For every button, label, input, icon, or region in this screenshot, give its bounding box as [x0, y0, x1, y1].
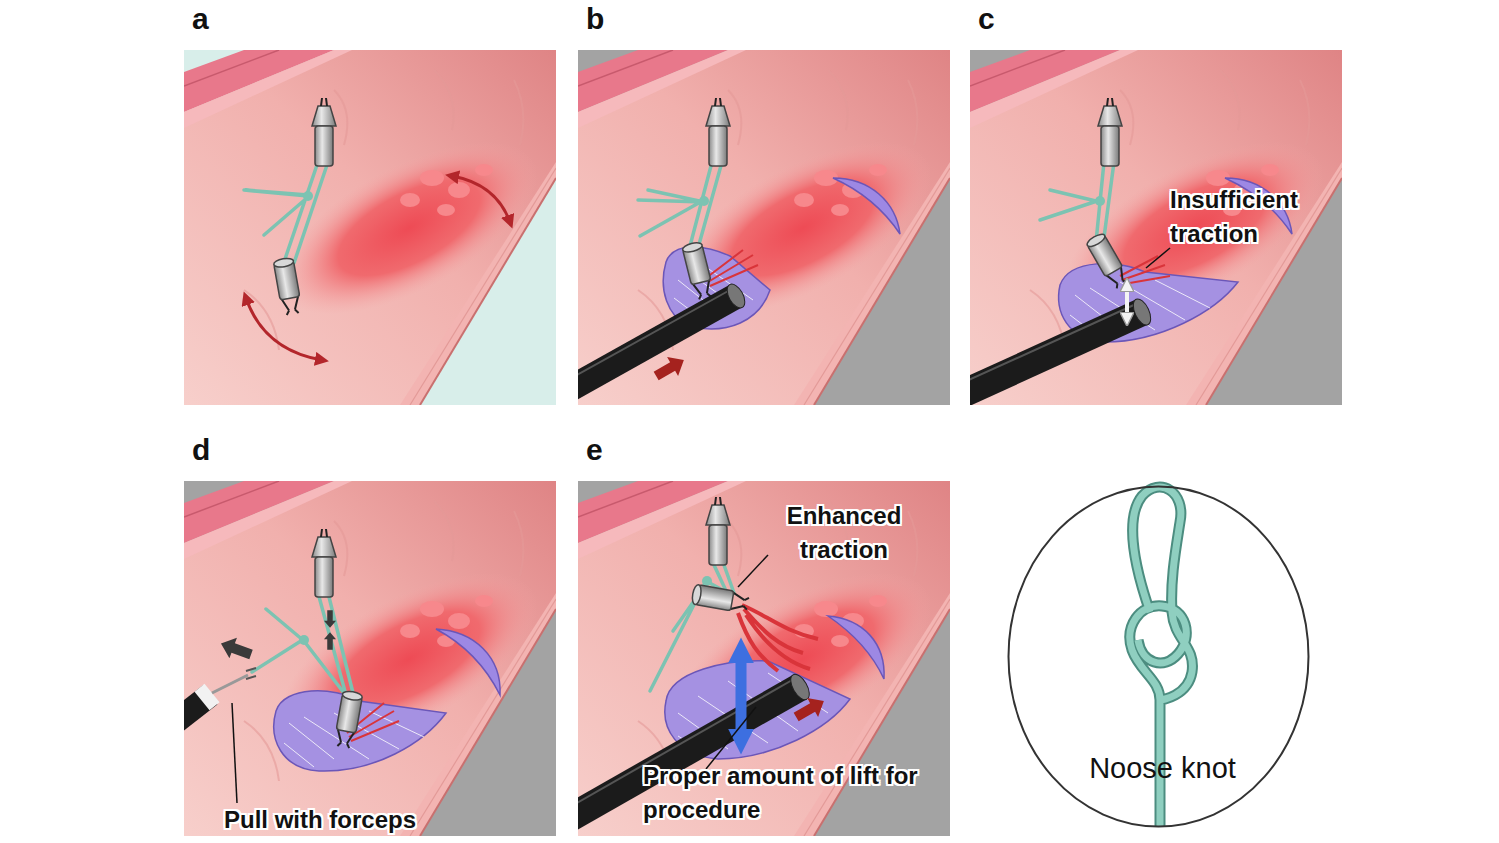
panel-illustration [568, 481, 957, 836]
leader-line [706, 707, 756, 769]
incision [833, 178, 900, 234]
callout-text: Pull with forceps [224, 803, 504, 837]
panel-letter: b [586, 4, 604, 34]
direction-arrow [791, 691, 830, 726]
illustration-panel: dPull with forceps [184, 481, 556, 836]
direction-arrow [324, 610, 336, 628]
illustration-panel: a [184, 50, 556, 405]
panel-letter: c [978, 4, 995, 34]
endoscope [960, 312, 1142, 395]
leader-line [232, 703, 237, 803]
traction-thread [244, 162, 328, 263]
hemoclip [1085, 232, 1130, 290]
hemoclip [273, 257, 302, 316]
tissue-strand [1120, 256, 1170, 284]
incision [828, 616, 884, 679]
panel-illustration [960, 50, 1349, 405]
panel-letter: a [192, 4, 209, 34]
hemoclip [682, 241, 715, 300]
endoscope-tip [1130, 296, 1155, 327]
direction-arrow [217, 633, 255, 665]
motion-arrow [452, 176, 510, 222]
traction-thread [650, 565, 734, 691]
incision [436, 629, 500, 695]
thread-knot [1095, 196, 1105, 206]
hemoclip [1098, 98, 1122, 166]
inset-circle: Noose knot [1007, 485, 1310, 828]
traction-thread [1040, 162, 1114, 245]
illustration-panel: eEnhanced tractionProper amount of lift … [578, 481, 950, 836]
endoscope-highlight [960, 304, 1136, 384]
panel-letter: e [586, 435, 603, 465]
traction-thread [638, 162, 722, 248]
thread-knot [299, 635, 309, 645]
direction-arrow [651, 350, 690, 385]
tissue-strand [738, 605, 818, 671]
direction-arrow [324, 632, 336, 650]
callout-text: Insufficient traction [1170, 183, 1340, 251]
endoscope-tip [202, 693, 212, 701]
traction-thread [252, 593, 354, 697]
panel-illustration [184, 50, 563, 405]
panel-illustration [568, 50, 957, 405]
panel-illustration [174, 481, 563, 836]
motion-arrow [246, 298, 322, 360]
forceps-jaw [246, 668, 256, 679]
hemoclip [312, 98, 336, 166]
gap-arrow [1125, 286, 1129, 318]
endoscope-tip [787, 671, 813, 702]
hemoclip [691, 584, 750, 613]
lesion [255, 107, 564, 350]
mucosal-flap [274, 691, 446, 771]
endoscope [568, 296, 736, 390]
lesion [1041, 107, 1350, 350]
thread-knot [702, 576, 712, 586]
hemoclip [706, 98, 730, 166]
callout-text: Enhanced traction [764, 499, 924, 567]
tissue-strand [706, 250, 758, 286]
hemoclip [312, 529, 336, 597]
callout-text: Proper amount of lift for procedure [643, 759, 943, 827]
forceps [212, 675, 248, 693]
leader-line [738, 555, 768, 587]
illustration-panel: b [578, 50, 950, 405]
endoscope-tip [724, 281, 749, 311]
thread-knot [303, 191, 313, 201]
lesion [255, 538, 564, 781]
thread-knot [699, 196, 709, 206]
panel-letter: d [192, 435, 210, 465]
hemoclip [706, 497, 730, 565]
hemoclip [333, 690, 362, 749]
illustration-panel: cInsufficient traction [970, 50, 1342, 405]
leader-line [1146, 248, 1170, 268]
inset-label: Noose knot [1011, 751, 1314, 786]
endoscope-highlight [568, 290, 730, 380]
